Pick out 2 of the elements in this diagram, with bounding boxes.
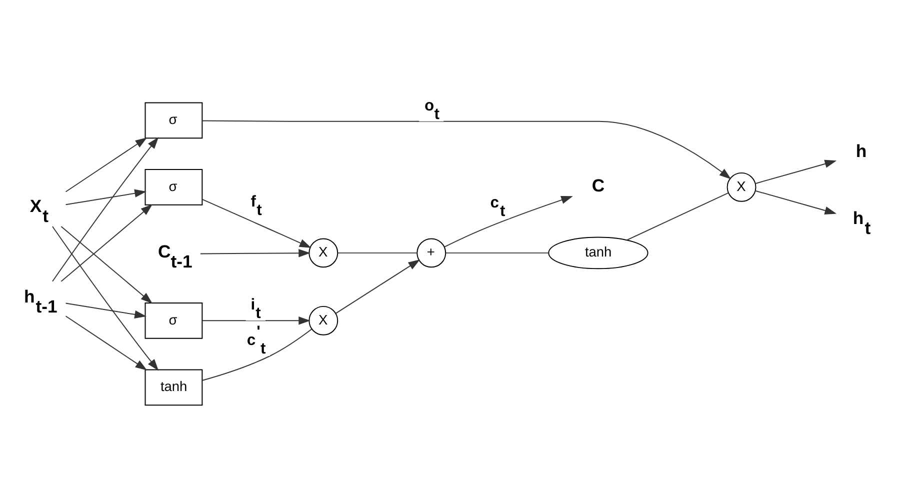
node-text: h: [856, 140, 867, 161]
node-text: C: [592, 174, 605, 195]
